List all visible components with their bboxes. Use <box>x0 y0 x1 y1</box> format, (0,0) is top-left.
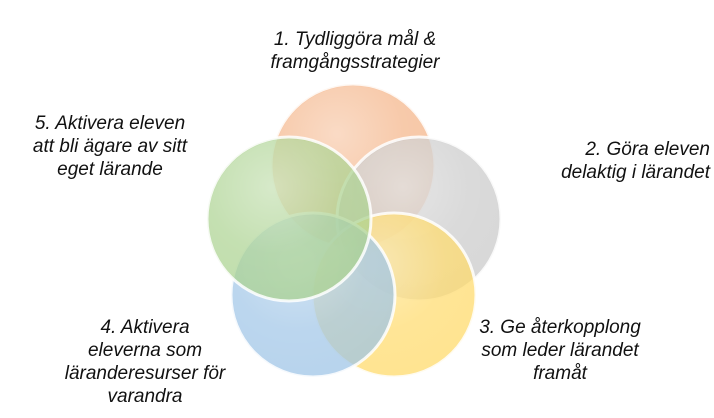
step-3-line-2: som leder lärandet <box>481 340 639 361</box>
step-1-line-2: framgångsstrategier <box>270 52 440 73</box>
step-4-label: 4. Aktivera eleverna som läranderesurser… <box>40 316 250 408</box>
step-5-line-2: att bli ägare av sitt <box>32 136 188 157</box>
step-5-line-1: 5. Aktivera eleven <box>34 113 186 134</box>
step-1-line-1: 1. Tydliggöra mål & <box>273 29 437 50</box>
circle-step-5-highlight <box>209 139 369 299</box>
step-2-line-1: 2. Göra eleven <box>585 139 710 160</box>
step-2-label: 2. Göra eleven delaktig i lärandet <box>480 138 710 184</box>
step-3-line-3: framåt <box>533 363 587 384</box>
step-4-line-3: läranderesurser för <box>64 363 226 384</box>
step-4-line-1: 4. Aktivera <box>100 317 190 338</box>
step-4-line-4: varandra <box>107 386 183 407</box>
step-5-line-3: eget lärande <box>57 159 163 180</box>
step-5-label: 5. Aktivera eleven att bli ägare av sitt… <box>10 112 210 181</box>
circles-layer <box>205 82 503 379</box>
step-1-label: 1. Tydliggöra mål & framgångsstrategier <box>240 28 470 74</box>
step-3-line-1: 3. Ge återkopplong <box>479 317 641 338</box>
step-2-line-2: delaktig i lärandet <box>561 162 710 183</box>
step-4-line-2: eleverna som <box>87 340 203 361</box>
step-3-label: 3. Ge återkopplong som leder lärandet fr… <box>470 316 650 385</box>
